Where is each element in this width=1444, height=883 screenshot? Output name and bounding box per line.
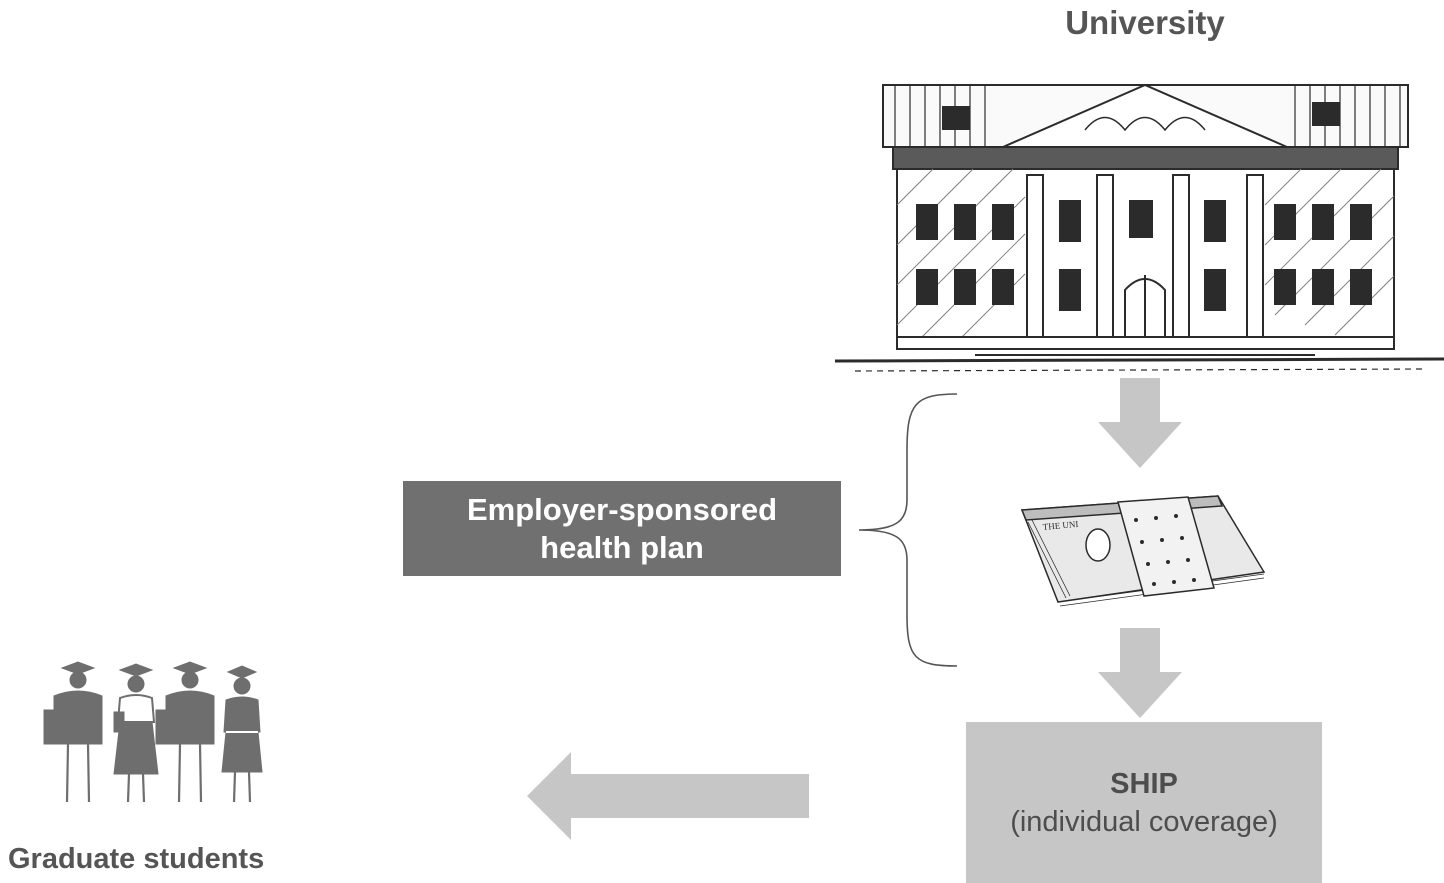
svg-text:THE UNI: THE UNI — [1042, 519, 1078, 532]
left-arrow — [527, 752, 809, 840]
down-arrow-top — [1098, 378, 1182, 468]
university-building-icon — [834, 83, 1444, 372]
money-stack-icon: THE UNI — [1020, 495, 1266, 607]
university-title: University — [1065, 4, 1225, 41]
graduate-students-label: Graduate students — [8, 843, 265, 875]
ship-box: SHIP (individual coverage) — [966, 722, 1322, 883]
employer-plan-box: Employer-sponsored health plan — [403, 481, 841, 576]
curly-brace — [858, 393, 958, 667]
ship-subtitle: (individual coverage) — [1010, 805, 1278, 838]
employer-plan-line2: health plan — [540, 529, 704, 565]
ship-title: SHIP — [1110, 767, 1178, 800]
graduate-students-icon — [43, 661, 263, 803]
down-arrow-bottom — [1098, 628, 1182, 718]
employer-plan-line1: Employer-sponsored — [466, 491, 778, 527]
